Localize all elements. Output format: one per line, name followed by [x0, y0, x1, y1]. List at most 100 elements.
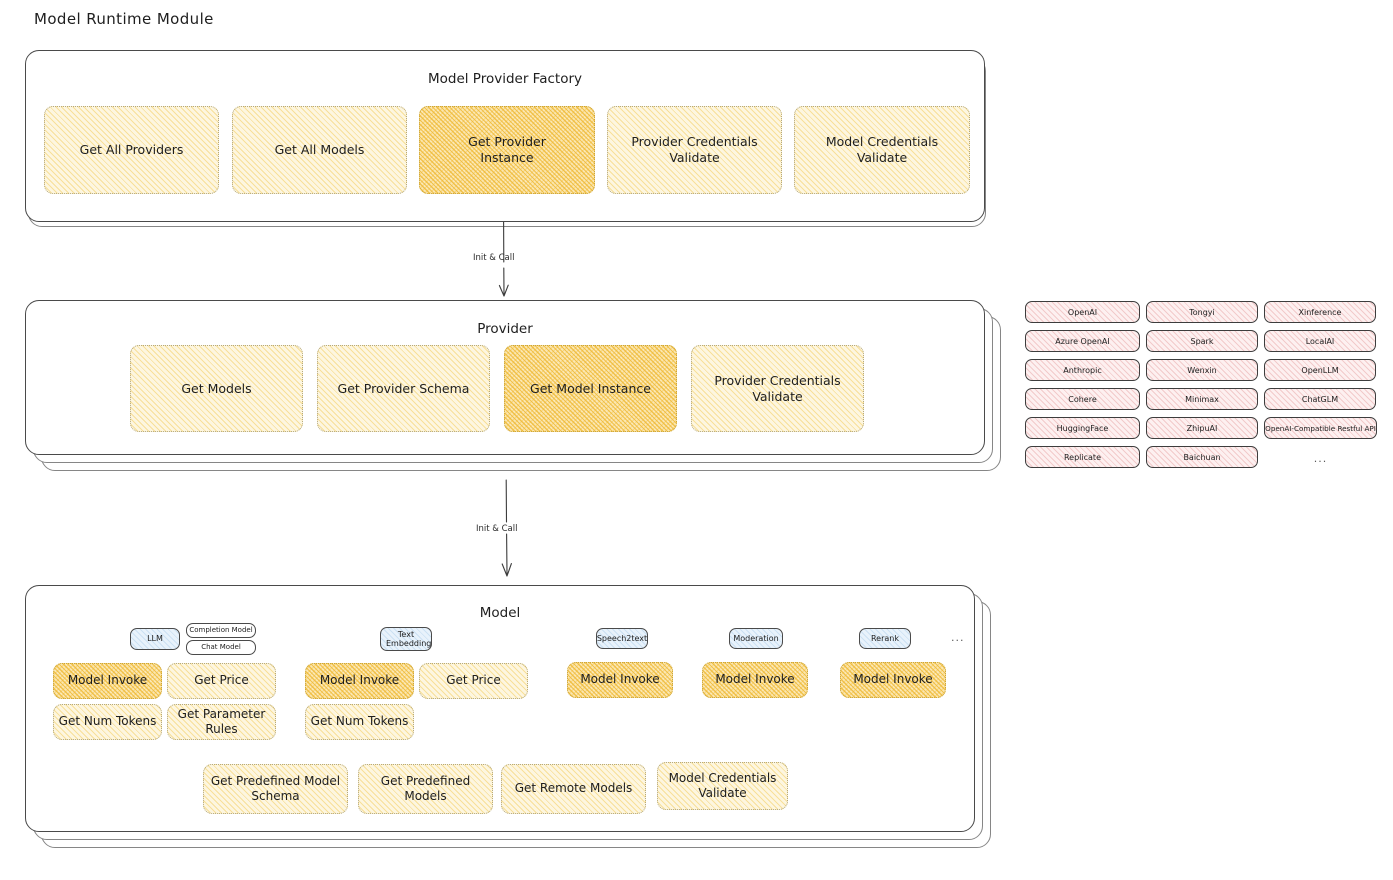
- model-type-badge-label: Rerank: [870, 633, 899, 643]
- provider-pill-label: Minimax: [1185, 394, 1219, 404]
- factory-method-label: Get Provider Instance: [468, 134, 546, 165]
- method-label: Get Num Tokens: [58, 714, 157, 729]
- provider-pill-label: Anthropic: [1063, 365, 1102, 375]
- provider-method-get-models[interactable]: Get Models: [130, 345, 303, 432]
- method-label: Get Predefined Models: [380, 773, 471, 803]
- provider-pill-label: ZhipuAI: [1186, 423, 1218, 433]
- arrow-provider-to-model: [501, 479, 512, 577]
- method-label: Model Credentials Validate: [668, 770, 777, 800]
- provider-pill-label: HuggingFace: [1056, 423, 1109, 433]
- speech2text-method-model-invoke[interactable]: Model Invoke: [567, 662, 673, 698]
- provider-pill-localai[interactable]: LocalAI: [1264, 330, 1376, 352]
- provider-method-label: Get Model Instance: [530, 380, 651, 396]
- method-label: Model Invoke: [67, 673, 148, 688]
- provider-pill-xinference[interactable]: Xinference: [1264, 301, 1376, 323]
- provider-method-get-provider-schema[interactable]: Get Provider Schema: [317, 345, 490, 432]
- arrow-provider-to-model-label: Init & Call: [476, 524, 518, 534]
- provider-pill-label: Replicate: [1063, 452, 1101, 462]
- provider-pill-tongyi[interactable]: Tongyi: [1146, 301, 1258, 323]
- model-type-badge-label: LLM: [147, 634, 163, 644]
- provider-pill-openllm[interactable]: OpenLLM: [1264, 359, 1376, 381]
- provider-method-label: Get Provider Schema: [337, 380, 470, 396]
- factory-method-label: Provider Credentials Validate: [631, 134, 758, 165]
- provider-title: Provider: [477, 321, 533, 337]
- provider-pill-spark[interactable]: Spark: [1146, 330, 1258, 352]
- provider-pill-label: Cohere: [1068, 394, 1097, 404]
- model-subtype-badge-completion-model[interactable]: Completion Model: [186, 623, 256, 638]
- provider-pill-cohere[interactable]: Cohere: [1025, 388, 1140, 410]
- arrow-factory-to-provider: [498, 221, 509, 297]
- factory-method-model-credentials-validate[interactable]: Model Credentials Validate: [794, 106, 970, 194]
- factory-method-label: Get All Models: [274, 142, 365, 157]
- factory-title: Model Provider Factory: [427, 71, 582, 87]
- provider-pill-label: Xinference: [1298, 307, 1342, 317]
- model-type-badge-text-embedding[interactable]: Text Embedding: [380, 627, 432, 651]
- method-label: Get Num Tokens: [310, 714, 409, 729]
- factory-method-label: Get All Providers: [79, 142, 184, 157]
- factory-method-label: Model Credentials Validate: [825, 134, 939, 165]
- provider-pill-huggingface[interactable]: HuggingFace: [1025, 417, 1140, 439]
- method-label: Model Invoke: [319, 673, 400, 688]
- method-label: Get Price: [446, 673, 501, 688]
- provider-pill-openai[interactable]: OpenAI: [1025, 301, 1140, 323]
- model-common-method-get-remote-models[interactable]: Get Remote Models: [501, 764, 646, 814]
- model-type-badge-label: Moderation: [733, 633, 779, 643]
- provider-pill-label: OpenAI-Compatible Restful API: [1265, 423, 1376, 433]
- page-title: Model Runtime Module: [34, 10, 214, 28]
- text-embedding-method-model-invoke[interactable]: Model Invoke: [305, 663, 414, 699]
- llm-method-get-num-tokens[interactable]: Get Num Tokens: [53, 704, 162, 740]
- arrow-factory-to-provider-label: Init & Call: [473, 253, 515, 263]
- model-type-badge-label: Text Embedding: [386, 629, 432, 648]
- text-embedding-method-get-num-tokens[interactable]: Get Num Tokens: [305, 704, 414, 740]
- provider-list-more: ...: [1313, 452, 1328, 465]
- method-label: Model Invoke: [580, 672, 660, 687]
- model-common-method-get-predefined-models[interactable]: Get Predefined Models: [358, 764, 493, 814]
- text-embedding-method-get-price[interactable]: Get Price: [419, 663, 528, 699]
- method-label: Model Invoke: [715, 672, 795, 687]
- provider-pill-baichuan[interactable]: Baichuan: [1146, 446, 1258, 468]
- model-type-badge-speech2text[interactable]: Speech2text: [596, 628, 648, 649]
- method-label: Model Invoke: [853, 672, 933, 687]
- provider-pill-label: Wenxin: [1187, 365, 1217, 375]
- provider-pill-minimax[interactable]: Minimax: [1146, 388, 1258, 410]
- provider-method-label: Get Models: [181, 380, 252, 396]
- factory-method-provider-credentials-validate[interactable]: Provider Credentials Validate: [607, 106, 782, 194]
- provider-pill-azure-openai[interactable]: Azure OpenAI: [1025, 330, 1140, 352]
- model-common-method-get-predefined-model-schema[interactable]: Get Predefined Model Schema: [203, 764, 348, 814]
- moderation-method-model-invoke[interactable]: Model Invoke: [702, 662, 808, 698]
- provider-method-provider-credentials-validate[interactable]: Provider Credentials Validate: [691, 345, 864, 432]
- provider-method-label: Provider Credentials Validate: [714, 372, 841, 404]
- provider-pill-wenxin[interactable]: Wenxin: [1146, 359, 1258, 381]
- factory-method-get-all-models[interactable]: Get All Models: [232, 106, 407, 194]
- provider-pill-label: Spark: [1190, 336, 1214, 346]
- model-subtype-badge-label: Chat Model: [201, 643, 241, 652]
- provider-pill-anthropic[interactable]: Anthropic: [1025, 359, 1140, 381]
- provider-pill-label: OpenAI: [1067, 307, 1098, 317]
- factory-method-get-provider-instance[interactable]: Get Provider Instance: [419, 106, 595, 194]
- llm-method-get-parameter-rules[interactable]: Get Parameter Rules: [167, 704, 276, 740]
- provider-pill-zhipuai[interactable]: ZhipuAI: [1146, 417, 1258, 439]
- provider-pill-chatglm[interactable]: ChatGLM: [1264, 388, 1376, 410]
- model-type-badge-llm[interactable]: LLM: [130, 628, 180, 650]
- provider-pill-replicate[interactable]: Replicate: [1025, 446, 1140, 468]
- provider-pill-label: OpenLLM: [1301, 365, 1339, 375]
- model-types-more: ...: [951, 631, 965, 644]
- provider-method-get-model-instance[interactable]: Get Model Instance: [504, 345, 677, 432]
- method-label: Get Price: [194, 673, 249, 688]
- rerank-method-model-invoke[interactable]: Model Invoke: [840, 662, 946, 698]
- model-type-badge-rerank[interactable]: Rerank: [859, 628, 911, 649]
- llm-method-model-invoke[interactable]: Model Invoke: [53, 663, 162, 699]
- model-subtype-badge-chat-model[interactable]: Chat Model: [186, 640, 256, 655]
- provider-pill-label: ChatGLM: [1301, 394, 1339, 404]
- model-common-method-model-credentials-validate[interactable]: Model Credentials Validate: [657, 762, 788, 810]
- method-label: Get Predefined Model Schema: [210, 773, 341, 803]
- provider-pill-label: LocalAI: [1305, 336, 1335, 346]
- model-type-badge-moderation[interactable]: Moderation: [729, 628, 783, 649]
- llm-method-get-price[interactable]: Get Price: [167, 663, 276, 699]
- provider-pill-label: Baichuan: [1183, 452, 1221, 462]
- model-subtype-badge-label: Completion Model: [189, 626, 253, 635]
- factory-method-get-all-providers[interactable]: Get All Providers: [44, 106, 219, 194]
- method-label: Get Remote Models: [514, 781, 633, 796]
- provider-pill-openai-compatible-restful-api[interactable]: OpenAI-Compatible Restful API: [1264, 417, 1377, 439]
- model-title: Model: [479, 605, 521, 621]
